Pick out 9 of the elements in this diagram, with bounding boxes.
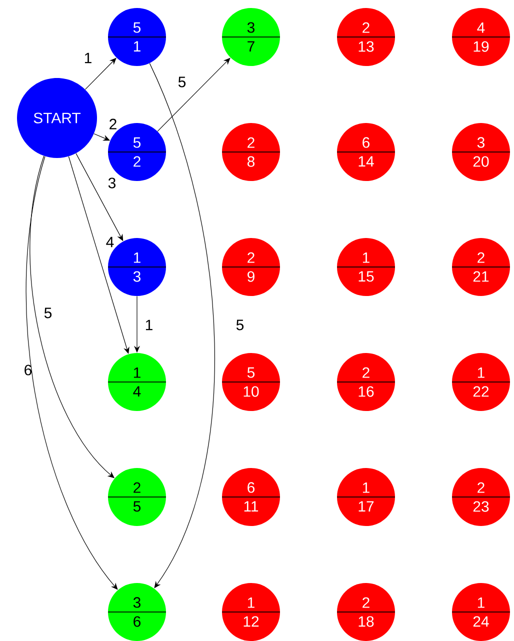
- edge-label: 5: [236, 320, 244, 330]
- edge-label: 5: [44, 308, 52, 318]
- edge-label: 1: [146, 320, 152, 330]
- arrow: [26, 156, 118, 590]
- arrow: [149, 63, 215, 588]
- edge-label: 6: [24, 364, 32, 376]
- edge-label: 4: [106, 236, 114, 248]
- edge-label: 1: [84, 52, 92, 64]
- edge-label: 5: [178, 76, 186, 88]
